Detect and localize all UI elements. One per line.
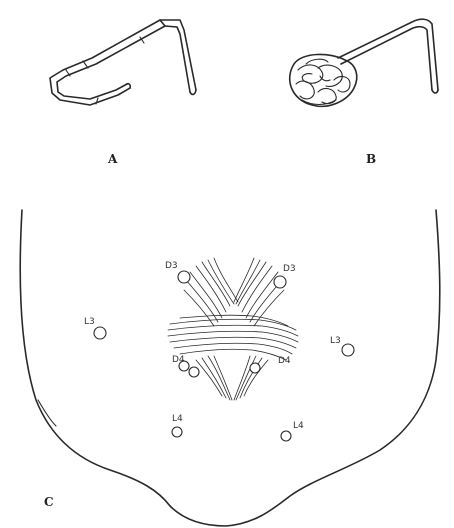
mark-circle-d3-left: [178, 271, 190, 283]
mark-label-l4-left: L4: [172, 414, 183, 424]
mark-label-d4-right: D4: [278, 356, 291, 366]
mark-label-d4-left: D4: [172, 355, 185, 365]
mark-circle-l4-right: [281, 431, 291, 441]
panel-b-drawing: [290, 19, 438, 106]
mark-circle-d4-right: [250, 363, 260, 373]
mark-label-l3-left: L3: [84, 317, 95, 327]
panel-c-label: C: [44, 495, 54, 509]
panel-b-label: B: [366, 152, 376, 166]
panel-c-outline: [20, 210, 440, 526]
mark-circle-l4-left: [172, 427, 182, 437]
mark-label-d3-left: D3: [165, 261, 178, 271]
mark-circle-l3-right: [342, 344, 354, 356]
mark-label-d3-right: D3: [283, 264, 296, 274]
mark-circle-d3-right: [274, 276, 286, 288]
mark-label-l4-right: L4: [293, 421, 304, 431]
mark-circle-l3-left: [94, 327, 106, 339]
panel-a-drawing: [50, 20, 196, 105]
mark-circle-d4-left-b: [189, 367, 199, 377]
mark-label-l3-right: L3: [330, 336, 341, 346]
panel-a-label: A: [107, 152, 118, 166]
